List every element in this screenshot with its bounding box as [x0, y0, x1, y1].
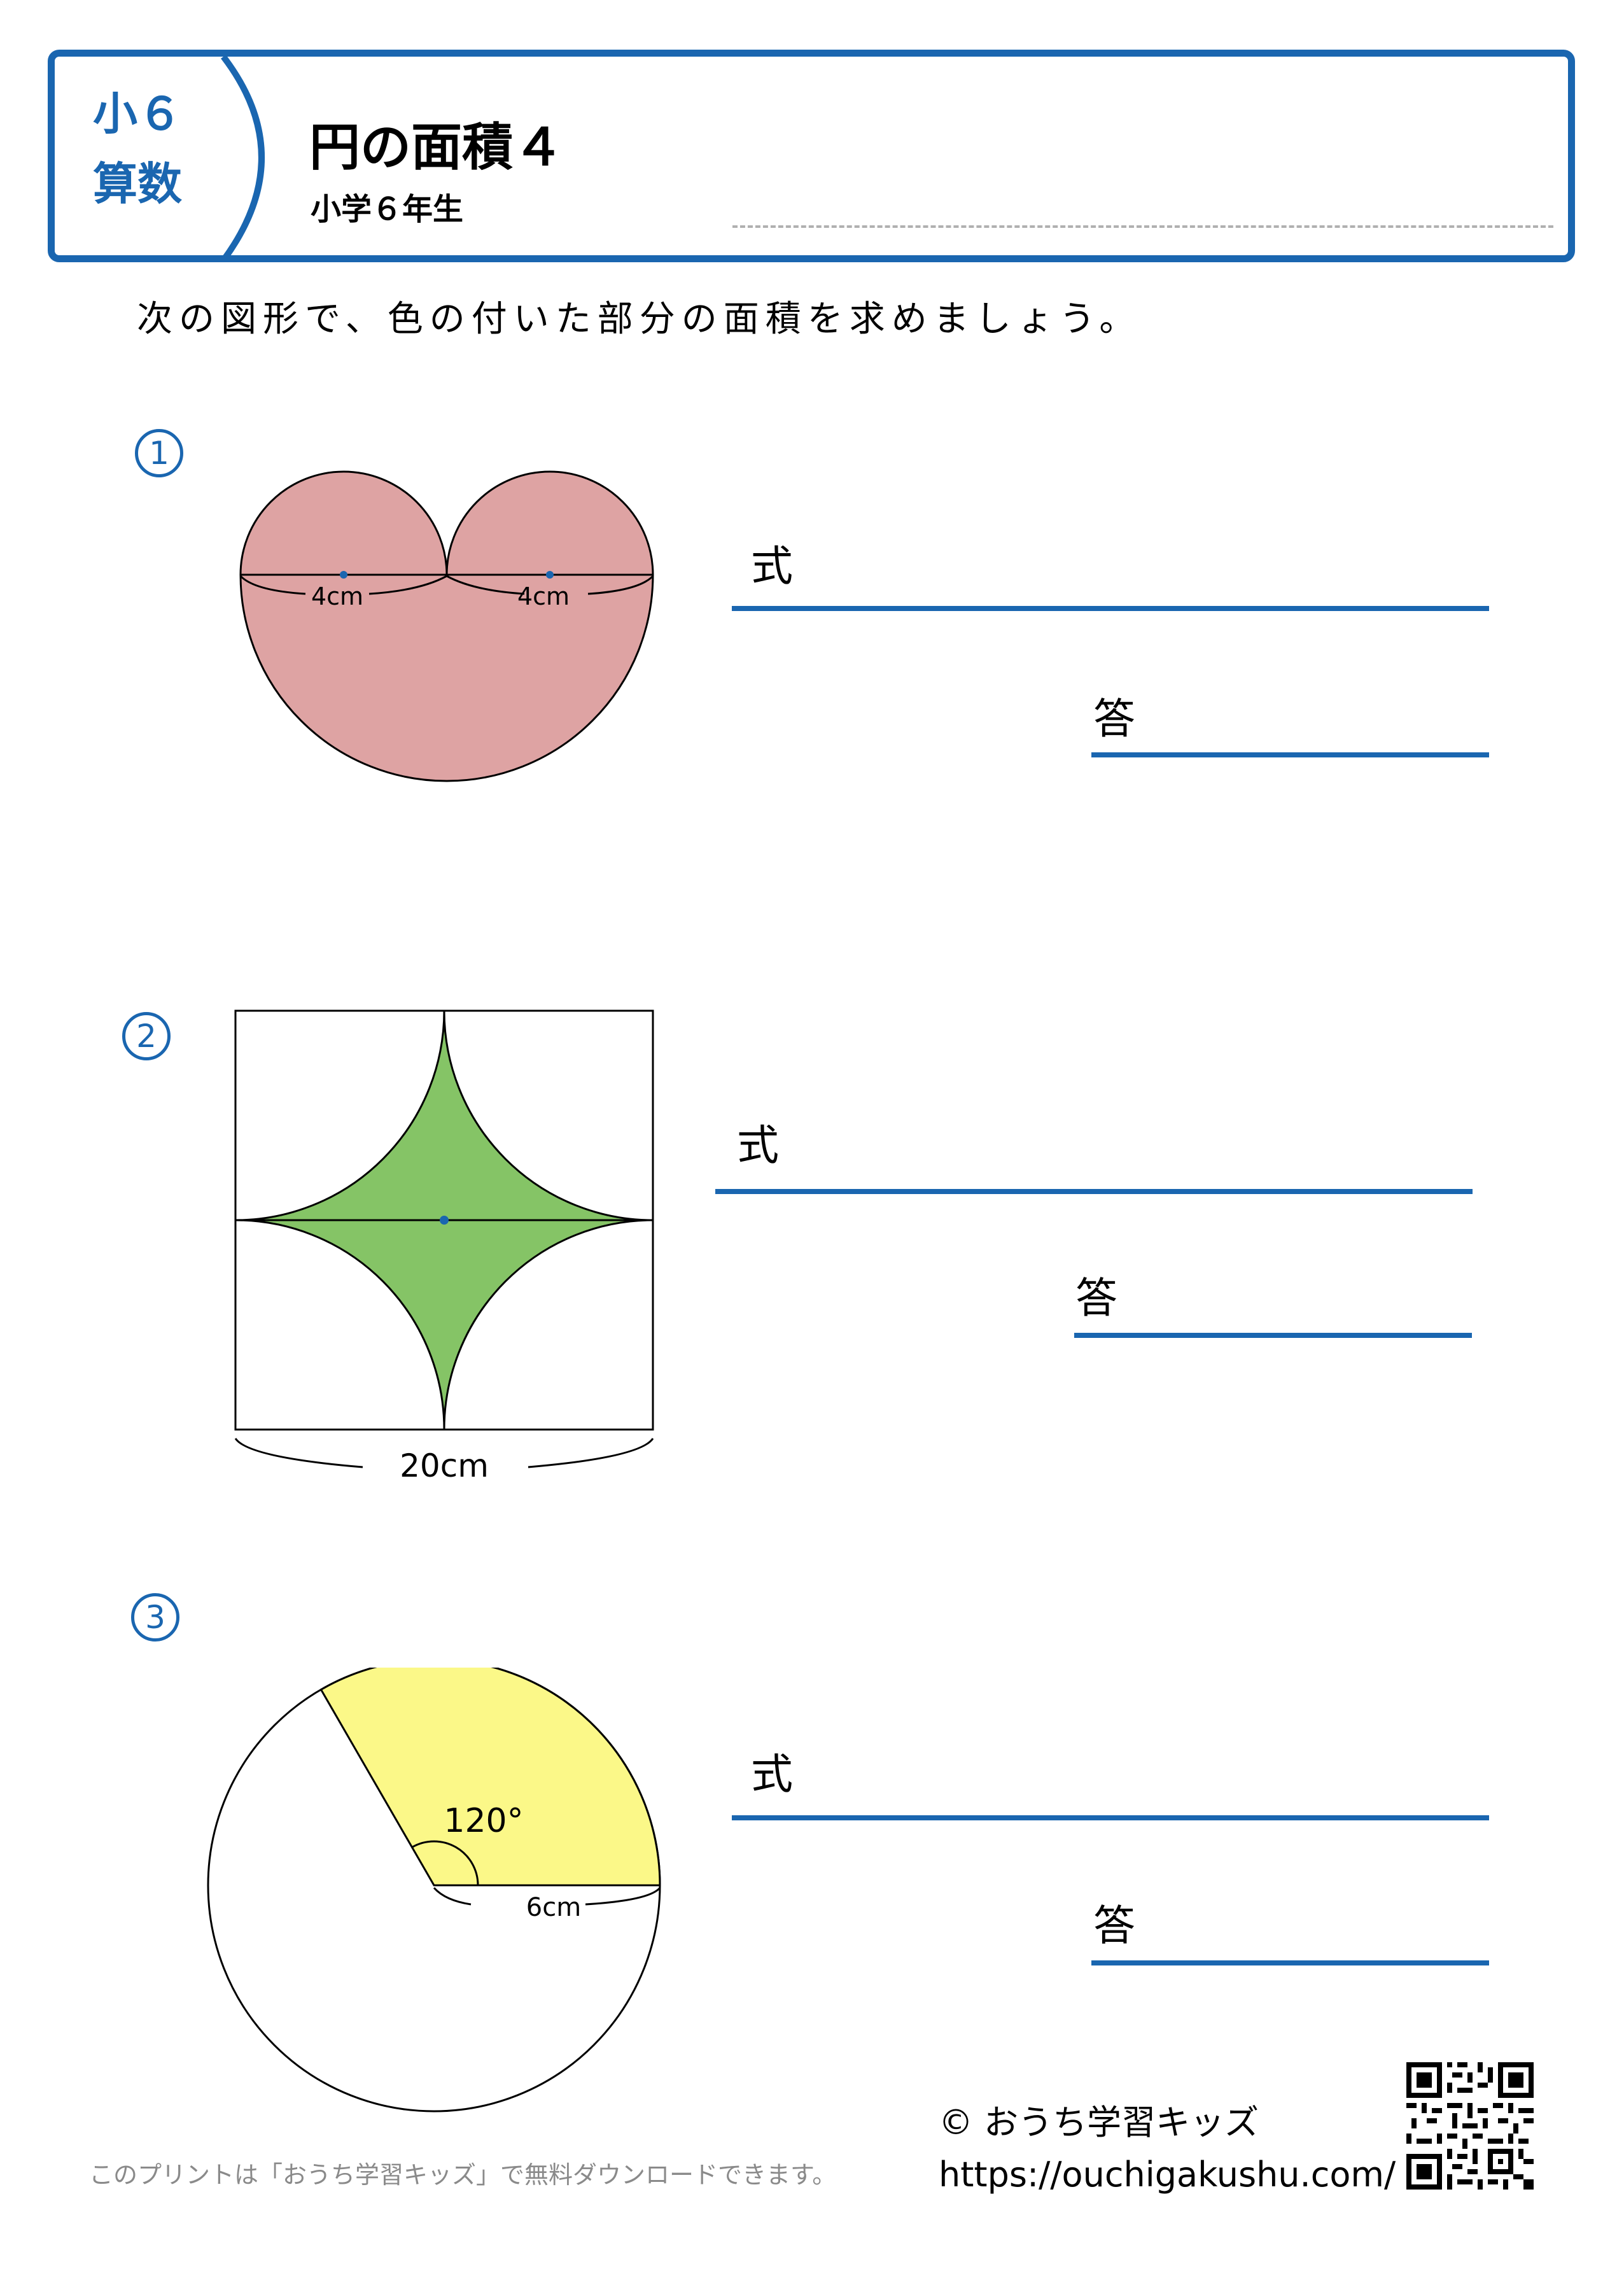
worksheet-title: 円の面積４ [309, 118, 564, 177]
label-right: 4cm [517, 582, 570, 610]
problem-1-figure: 4cm 4cm [239, 470, 654, 782]
problem-3-formula-line[interactable] [732, 1815, 1489, 1820]
problem-3-answer-label: 答 [1093, 1901, 1135, 1950]
footer-note: このプリントは「おうち学習キッズ」で無料ダウンロードできます。 [89, 2161, 837, 2189]
center-point-right [546, 571, 554, 579]
problem-2-figure: 20cm [234, 1009, 654, 1484]
label-left: 4cm [311, 582, 363, 610]
grade-label: 小６ [93, 88, 182, 140]
header-box: 小６ 算数 円の面積４ 小学６年生 [48, 50, 1575, 262]
problem-2-answer-line[interactable] [1074, 1333, 1472, 1338]
header-divider [220, 57, 265, 260]
problem-1-number: 1 [135, 429, 183, 477]
subject-label: 算数 [93, 158, 182, 210]
copyright-text: © おうち学習キッズ [939, 2102, 1259, 2142]
radius-label: 6cm [526, 1893, 581, 1922]
problem-3-number: 3 [131, 1593, 179, 1642]
problem-1-answer-label: 答 [1093, 694, 1135, 743]
problem-1-formula-line[interactable] [732, 606, 1489, 611]
problem-2-number: 2 [122, 1012, 171, 1060]
center-point-left [340, 571, 347, 579]
dim-arc [234, 1438, 654, 1468]
site-url-link[interactable]: https://ouchigakushu.com/ [939, 2155, 1396, 2195]
sector-shape [319, 1668, 661, 1887]
problem-3-figure: 120° 6cm [207, 1668, 661, 2113]
dim-arc [433, 1887, 661, 1906]
side-label: 20cm [400, 1447, 489, 1484]
worksheet-subtitle: 小学６年生 [311, 192, 464, 227]
problem-2-answer-label: 答 [1075, 1274, 1117, 1323]
dim-arc-right [446, 575, 654, 595]
problem-1-formula-label: 式 [751, 542, 793, 591]
problem-3-formula-label: 式 [751, 1750, 793, 1799]
angle-label: 120° [444, 1802, 523, 1840]
center-point [440, 1216, 449, 1225]
problem-3-answer-line[interactable] [1091, 1960, 1489, 1965]
name-line[interactable] [732, 225, 1553, 228]
dim-arc-left [239, 575, 447, 595]
problem-1-answer-line[interactable] [1091, 752, 1489, 757]
problem-2-formula-line[interactable] [715, 1189, 1473, 1194]
angle-arc [411, 1840, 479, 1886]
heart-shape [239, 470, 654, 782]
instruction-text: 次の図形で、色の付いた部分の面積を求めましょう。 [137, 299, 1142, 340]
qr-code-icon [1406, 2062, 1534, 2190]
problem-2-formula-label: 式 [737, 1121, 779, 1170]
